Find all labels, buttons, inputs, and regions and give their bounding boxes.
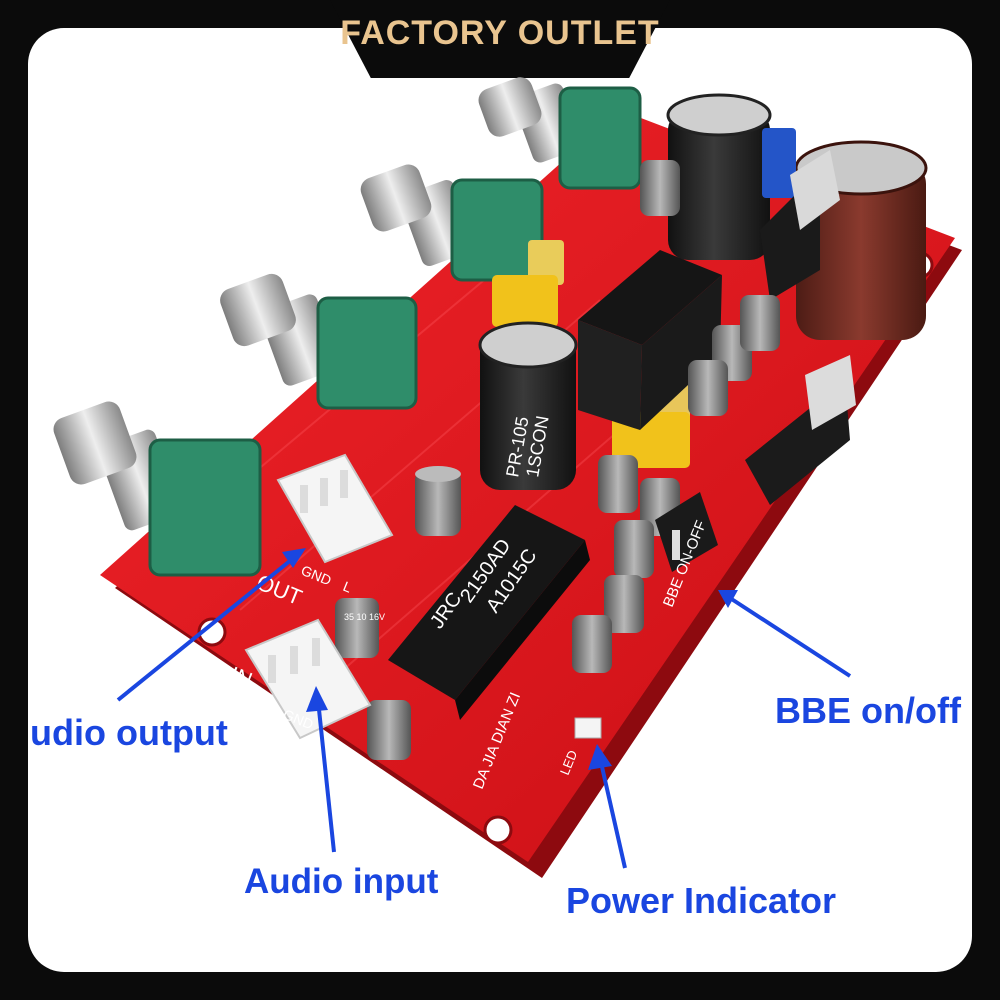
- connector-in: [244, 618, 372, 740]
- annotation-audio-output: udio output: [30, 712, 228, 753]
- small-capacitors: [335, 160, 780, 760]
- potentiometer-3: [360, 164, 544, 282]
- silk-r: R: [257, 696, 272, 715]
- trimmer-blue: [762, 128, 796, 198]
- voltage-regulator: [760, 150, 840, 300]
- potentiometer-2: [220, 273, 418, 410]
- arrow-bbe: [718, 590, 852, 678]
- ic-chip-upper: [578, 250, 722, 430]
- connector-out: [276, 453, 394, 564]
- bbe-jumper: [655, 492, 718, 572]
- annotation-audio-input: Audio input: [244, 862, 439, 901]
- capacitor-black-mid: [478, 321, 578, 490]
- film-capacitor-1: [528, 240, 564, 285]
- annotation-bbe: BBE on/off: [775, 690, 961, 731]
- arrow-audio-output: [116, 548, 306, 702]
- banner-background: [330, 0, 670, 78]
- arrow-power: [588, 744, 627, 869]
- voltage-regulator-2: [745, 355, 856, 505]
- capacitor-black-large: [666, 93, 772, 260]
- led-indicator: [574, 717, 602, 739]
- arrow-audio-input: [306, 686, 336, 853]
- banner-title: FACTORY OUTLET: [340, 14, 660, 52]
- potentiometer-1: [53, 401, 262, 577]
- film-capacitor-2: [492, 275, 558, 327]
- ic-chip-lower: [388, 505, 590, 720]
- small-cap-marking: 35 10 16V: [344, 612, 385, 622]
- annotation-power-indicator: Power Indicator: [566, 880, 837, 921]
- potentiometer-4: [478, 77, 642, 190]
